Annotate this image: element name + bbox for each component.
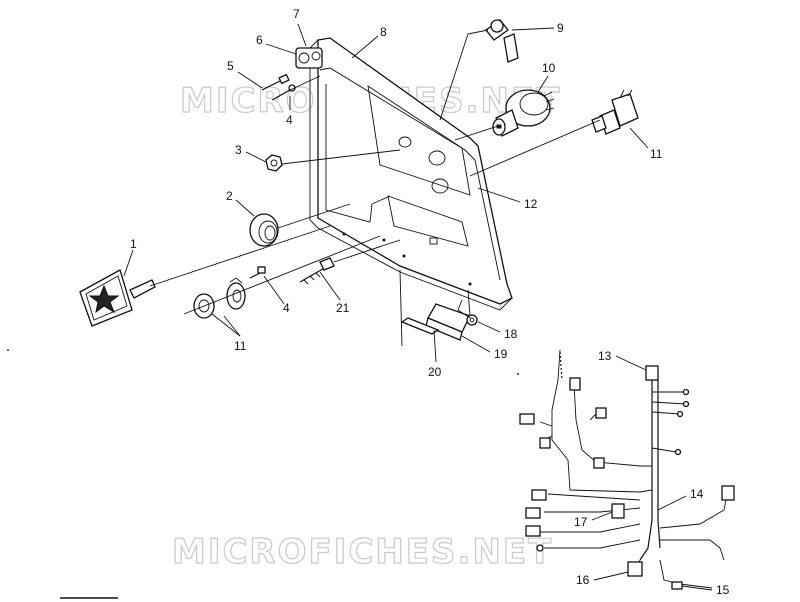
connector-16 [627, 561, 643, 577]
callout-11-upper: 11 [650, 147, 663, 161]
mounting-bracket-19 [425, 303, 471, 341]
switch-9 [485, 19, 519, 63]
screw-5 [261, 73, 290, 91]
plate-20 [400, 317, 440, 335]
callout-4-lower: 4 [283, 301, 290, 315]
relay-17 [611, 503, 625, 519]
callout-4-upper: 4 [286, 113, 293, 127]
callout-9: 9 [557, 21, 564, 35]
callout-17: 17 [574, 515, 588, 529]
callout-20: 20 [428, 365, 442, 379]
callout-3: 3 [235, 143, 242, 157]
callout-21: 21 [336, 301, 350, 315]
dash-panel [309, 37, 513, 311]
callout-numbers: 1 2 3 4 4 5 6 7 8 9 10 11 11 12 13 14 15… [130, 7, 730, 597]
toggle-switch-11 [591, 89, 639, 135]
ignition-switch-10 [492, 89, 555, 137]
callout-8: 8 [380, 25, 387, 39]
callout-16: 16 [576, 573, 590, 587]
callout-6: 6 [256, 33, 263, 47]
nut-3 [265, 154, 283, 172]
wire-lead [457, 299, 471, 319]
callout-1: 1 [130, 237, 137, 251]
terminal-15 [671, 581, 683, 590]
screw-4-lower [249, 266, 266, 279]
bracket-6 [295, 47, 323, 69]
callout-14: 14 [690, 487, 704, 501]
callout-13: 13 [598, 349, 612, 363]
bolt-21 [299, 257, 335, 285]
callout-15: 15 [716, 583, 730, 597]
callout-11-lower: 11 [234, 339, 247, 353]
assembly-lines [149, 29, 601, 347]
connector-13 [645, 365, 659, 381]
callout-10: 10 [542, 61, 556, 75]
watermark-lower: MICROFICHES.NET [172, 532, 553, 572]
callout-2: 2 [226, 189, 233, 203]
bezel-nut-2 [249, 213, 279, 247]
callout-7: 7 [293, 7, 300, 21]
leader-lines [123, 23, 713, 591]
ignition-key-1 [79, 269, 156, 327]
scan-artifacts [7, 349, 519, 599]
callout-12: 12 [524, 197, 538, 211]
retaining-clip-11 [226, 277, 246, 310]
callout-19: 19 [494, 347, 508, 361]
callout-5: 5 [227, 59, 234, 73]
callout-18: 18 [504, 327, 518, 341]
wiring-harness-14 [519, 349, 735, 590]
